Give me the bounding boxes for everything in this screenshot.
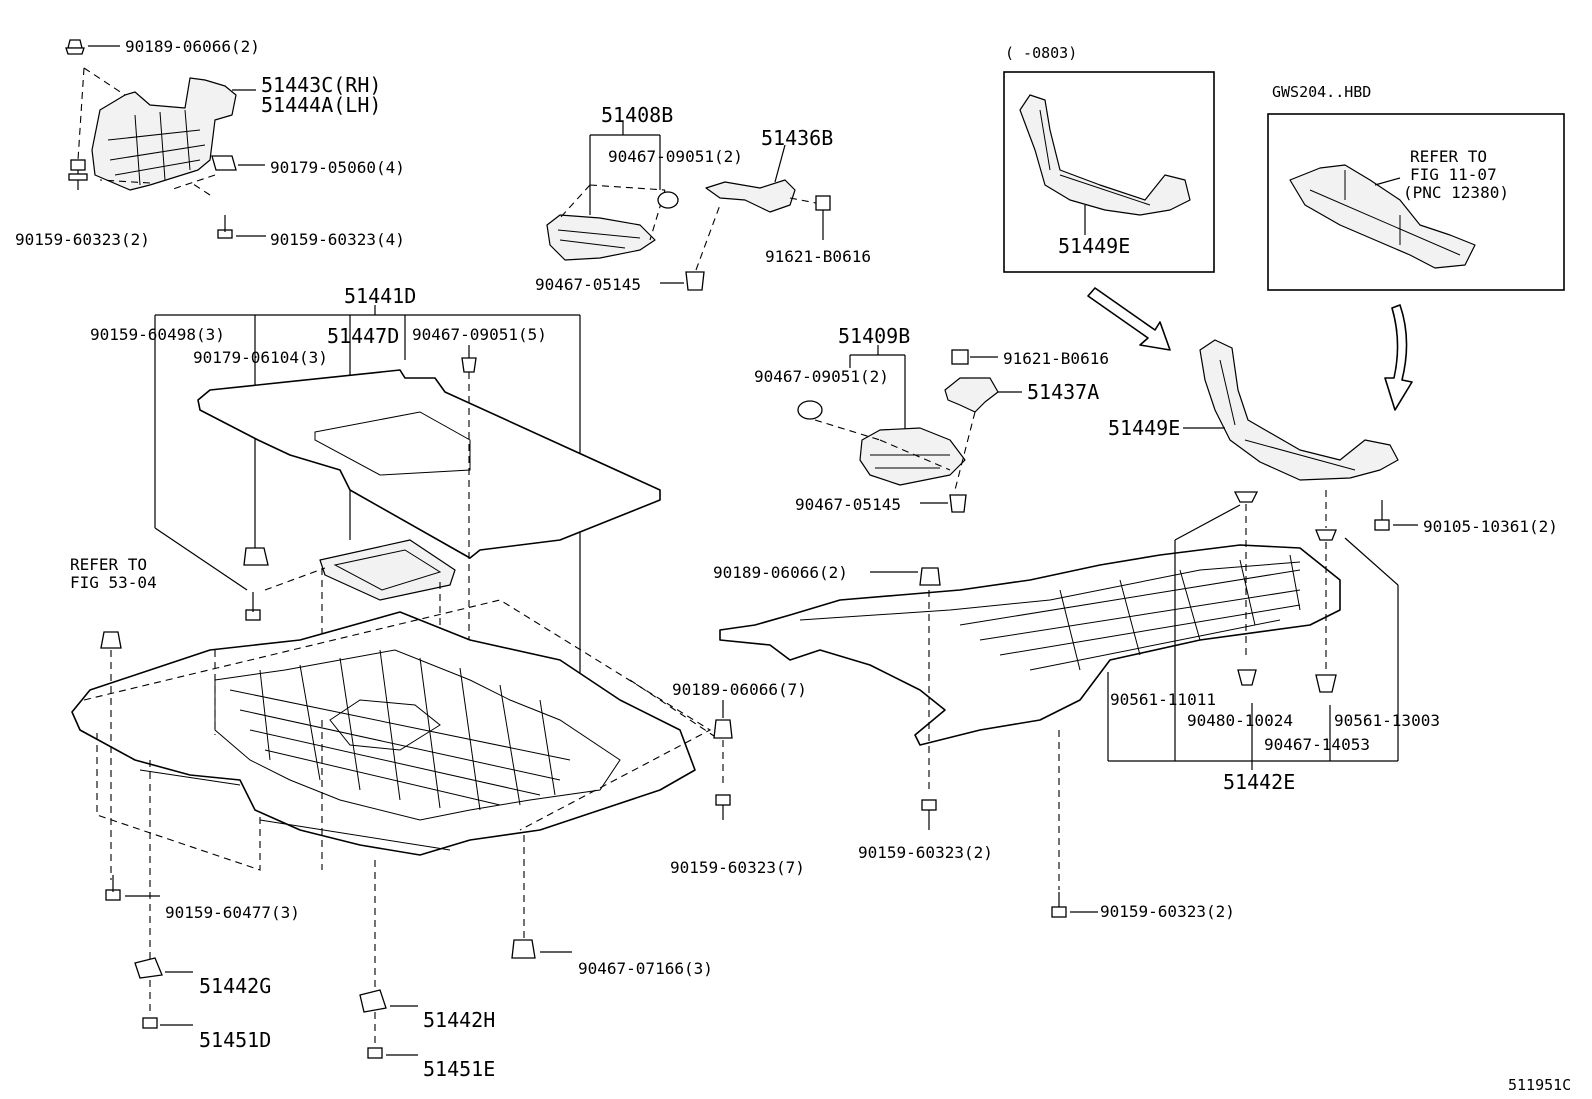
clip-90467-09051-a — [657, 191, 679, 209]
bolt-91621-b — [951, 349, 998, 365]
clip-90189-06066-7 — [713, 700, 733, 785]
label-51451D: 51451D — [199, 1028, 271, 1052]
label-51449E-box: 51449E — [1058, 234, 1130, 258]
bolt-90159-60323-4 — [217, 215, 266, 239]
cover-51447D-plate — [197, 369, 661, 559]
refer-53-text-2: FIG 53-04 — [70, 573, 157, 592]
arrow-right-box — [1384, 304, 1413, 411]
washer-90561-11011 — [1233, 491, 1259, 660]
clip-90467-14053 — [1315, 674, 1337, 693]
clip-90467-05145-a — [660, 204, 721, 291]
label-51409B: 51409B — [838, 324, 910, 348]
label-90189-06066-mid: 90189-06066(2) — [713, 563, 848, 582]
bolt-90159-left — [68, 159, 88, 190]
label-90467-07166: 90467-07166(3) — [578, 959, 713, 978]
bolt-90159-60477 — [105, 875, 160, 901]
clip-90189-06066-mid — [870, 567, 941, 790]
bracket-51436B-part — [705, 144, 796, 213]
label-90561-13003: 90561-13003 — [1334, 711, 1440, 730]
label-90467-05145-b: 90467-05145 — [795, 495, 901, 514]
label-91621-B0616-a: 91621-B0616 — [765, 247, 871, 266]
label-51442E: 51442E — [1223, 770, 1295, 794]
label-90467-09051-b: 90467-09051(2) — [754, 367, 889, 386]
bracket-51437A-part — [944, 377, 1022, 491]
bolt-51451E — [367, 1047, 418, 1059]
undercover-51442E — [719, 544, 1341, 746]
label-51449E-main: 51449E — [1108, 416, 1180, 440]
refer-53-text-1: REFER TO — [70, 555, 147, 574]
refer-11-text-1: REFER TO — [1410, 147, 1487, 166]
label-90189-06066-7: 90189-06066(7) — [672, 680, 807, 699]
label-90159-60323-mid: 90159-60323(2) — [858, 843, 993, 862]
label-90159-60323-4: 90159-60323(4) — [270, 230, 405, 249]
label-90467-09051-a: 90467-09051(2) — [608, 147, 743, 166]
illustration-code: 511951C — [1508, 1076, 1571, 1094]
bolt-51451D — [142, 1017, 193, 1029]
label-51451E: 51451E — [423, 1057, 495, 1081]
label-90467-14053: 90467-14053 — [1264, 735, 1370, 754]
label-90159-60477: 90159-60477(3) — [165, 903, 300, 922]
label-90189-06066-top: 90189-06066(2) — [125, 37, 260, 56]
label-90159-60323-7: 90159-60323(7) — [670, 858, 805, 877]
refer-53-04: REFER TO FIG 53-04 — [70, 555, 157, 880]
arrow-left-box — [1087, 287, 1171, 351]
label-90179-06104: 90179-06104(3) — [193, 348, 328, 367]
label-90561-11011: 90561-11011 — [1110, 690, 1216, 709]
bracket-51442E-lines — [1107, 504, 1399, 770]
clip-90467-07166 — [511, 835, 572, 959]
bolt-90105-10361 — [1374, 500, 1418, 531]
clip-90480-10024 — [1237, 669, 1257, 686]
clip-90179-05060 — [211, 155, 265, 171]
variant-box-0803 — [1003, 71, 1215, 273]
label-51437A: 51437A — [1027, 380, 1099, 404]
bolt-90159-60323-mid — [921, 799, 937, 830]
bolt-90159-60323-7 — [715, 794, 731, 820]
label-90480-10024: 90480-10024 — [1187, 711, 1293, 730]
clip-90467-09051-b — [797, 400, 823, 420]
bracket-51408B-part — [546, 122, 666, 261]
bolt-91621-a — [789, 195, 831, 240]
bolt-90159-60498 — [245, 592, 261, 621]
label-90105-10361: 90105-10361(2) — [1423, 517, 1558, 536]
refer-11-text-3: (PNC 12380) — [1403, 183, 1509, 202]
label-90159-60498: 90159-60498(3) — [90, 325, 225, 344]
label-51441D: 51441D — [344, 284, 416, 308]
label-51408B: 51408B — [601, 103, 673, 127]
label-51443C: 51443C(RH) — [261, 73, 381, 97]
side-protector-part — [77, 67, 237, 196]
label-51436B: 51436B — [761, 126, 833, 150]
label-51442H: 51442H — [423, 1008, 495, 1032]
label-condition-0803: ( -0803) — [1005, 44, 1077, 62]
washer-90561-13003 — [1315, 490, 1337, 670]
small-cover-part — [319, 539, 456, 601]
nut-51442G — [134, 760, 193, 1015]
label-90159-60323-left: 90159-60323(2) — [15, 230, 150, 249]
label-90179-05060: 90179-05060(4) — [270, 158, 405, 177]
label-51447D: 51447D — [327, 324, 399, 348]
clip-90179-06104 — [243, 547, 269, 566]
variant-box-gws — [1267, 113, 1565, 291]
label-condition-gws: GWS204..HBD — [1272, 83, 1371, 101]
label-90467-09051-5: 90467-09051(5) — [412, 325, 547, 344]
label-51444A: 51444A(LH) — [261, 93, 381, 117]
label-90467-05145-a: 90467-05145 — [535, 275, 641, 294]
refer-11-text-2: FIG 11-07 — [1410, 165, 1497, 184]
label-91621-B0616-b: 91621-B0616 — [1003, 349, 1109, 368]
undercover-main-left — [71, 611, 696, 856]
fastener-90189-top — [65, 39, 120, 55]
crossmember-51449E — [1183, 339, 1399, 481]
label-51442G: 51442G — [199, 974, 271, 998]
bracket-51409B-part — [814, 345, 966, 486]
nut-51442H — [359, 860, 418, 1045]
clip-90467-05145-b — [920, 494, 967, 513]
bolt-90159-60323-right — [1051, 730, 1098, 918]
label-90159-60323-right: 90159-60323(2) — [1100, 902, 1235, 921]
